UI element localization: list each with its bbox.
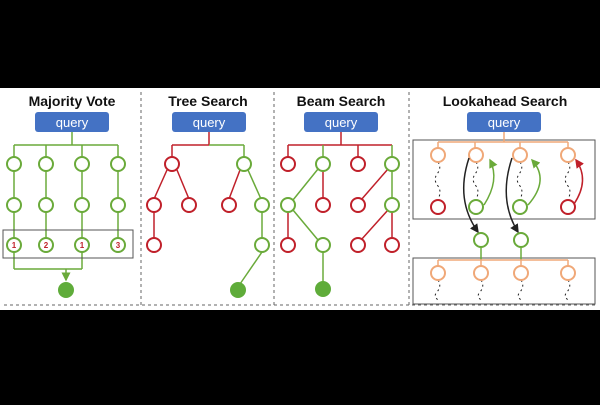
nodes-lower bbox=[430, 265, 576, 281]
rollout-chains-upper bbox=[434, 161, 571, 200]
nodes bbox=[146, 156, 270, 253]
panel-title: Tree Search bbox=[168, 93, 247, 109]
vote-count: 2 bbox=[44, 241, 49, 250]
edges bbox=[13, 132, 119, 282]
nodes-selected bbox=[473, 232, 529, 248]
vote-count: 1 bbox=[80, 241, 85, 250]
vote-count: 3 bbox=[116, 241, 121, 250]
query-label: query bbox=[56, 115, 89, 130]
panel-dividers bbox=[140, 92, 410, 308]
answer-node bbox=[58, 282, 74, 298]
query-box bbox=[172, 112, 246, 132]
edges bbox=[287, 132, 393, 282]
query-label: query bbox=[488, 115, 521, 130]
nodes bbox=[280, 156, 400, 253]
nodes bbox=[6, 156, 126, 253]
query-label: query bbox=[193, 115, 226, 130]
panel-title: Lookahead Search bbox=[443, 93, 568, 109]
query-label: query bbox=[325, 115, 358, 130]
vote-count: 1 bbox=[12, 241, 17, 250]
query-box bbox=[467, 112, 541, 132]
panel-title: Beam Search bbox=[297, 93, 386, 109]
vote-box bbox=[2, 229, 134, 259]
query-box bbox=[304, 112, 378, 132]
panel-majority-vote: Majority Vote query bbox=[2, 93, 134, 298]
edges bbox=[153, 132, 263, 285]
nodes-upper bbox=[430, 147, 576, 215]
answer-node bbox=[230, 282, 246, 298]
rollout-box-lower bbox=[412, 257, 596, 305]
edges-selected bbox=[480, 247, 522, 260]
panel-title: Majority Vote bbox=[29, 93, 116, 109]
backup-arrows bbox=[463, 157, 584, 234]
panel-lookahead-search: Lookahead Search query bbox=[412, 93, 596, 305]
panel-beam-search: Beam Search query bbox=[280, 93, 400, 297]
panel-tree-search: Tree Search query bbox=[146, 93, 270, 298]
query-box bbox=[35, 112, 109, 132]
answer-node bbox=[315, 281, 331, 297]
